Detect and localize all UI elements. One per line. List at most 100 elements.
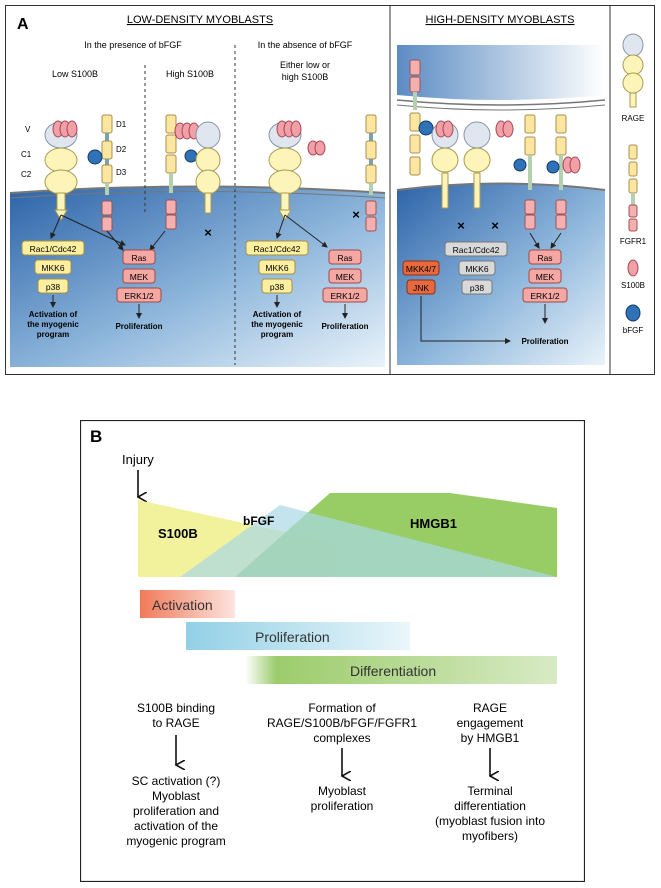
low-s100b-label: Low S100B	[52, 69, 98, 79]
s100b-curve-label: S100B	[158, 526, 198, 541]
bfgf-molecule	[184, 149, 198, 163]
legend: RAGE FGFR1 S100B bFGF	[620, 33, 647, 335]
p38-label: p38	[470, 283, 484, 293]
block-mark: ×	[352, 207, 360, 222]
col3-bottom-line: Terminal	[467, 784, 512, 798]
ras-label: Ras	[537, 253, 552, 263]
panel-b: B Injury S100B bFGF HMGB1 Activation Pro…	[80, 420, 585, 882]
erk-label: ERK1/2	[530, 291, 560, 301]
ras-box	[122, 249, 156, 265]
rage-receptor	[195, 121, 221, 214]
fgfr1-receptor	[524, 114, 536, 230]
mek-label: MEK	[536, 272, 555, 282]
activation-label-2: the myogenic	[27, 320, 79, 329]
activation-label-3: program	[37, 330, 69, 339]
s100b-dimer	[307, 140, 326, 156]
activation-label-1: Activation of	[29, 310, 78, 319]
proliferation-label: Proliferation	[321, 322, 368, 331]
proliferation-bar	[186, 622, 410, 650]
panel-a-letter: A	[17, 16, 29, 33]
high-s100b-label: High S100B	[166, 69, 214, 79]
col3-top-line: RAGE	[473, 701, 507, 715]
col3-top-line: engagement	[457, 716, 524, 730]
col1-bottom-line: Myoblast	[152, 789, 201, 803]
low-density-title: LOW-DENSITY MYOBLASTS	[127, 14, 273, 26]
domain-d3-label: D3	[116, 168, 127, 177]
mkk47-label: MKK4/7	[406, 264, 437, 274]
mkk47-box	[402, 260, 440, 276]
rac1-cdc42-box	[245, 240, 309, 256]
rage-receptor	[463, 121, 491, 209]
mek-box	[122, 268, 156, 284]
legend-rage-label: RAGE	[622, 114, 645, 123]
legend-fgfr1-icon	[628, 144, 638, 232]
col3-top-line: by HMGB1	[461, 731, 520, 745]
col3-bottom-line: differentiation	[454, 799, 526, 813]
block-mark: ×	[491, 218, 499, 233]
col1-bottom-line: SC activation (?)	[132, 774, 221, 788]
erk-box	[116, 287, 162, 303]
mkk6-box	[258, 259, 296, 275]
col1-bottom-line: myogenic program	[126, 834, 225, 848]
high-density-title: HIGH-DENSITY MYOBLASTS	[426, 14, 575, 26]
col2-top-line: Formation of	[308, 701, 376, 715]
mkk6-label: MKK6	[465, 264, 488, 274]
erk-box	[322, 287, 368, 303]
p38-label: p38	[270, 282, 284, 292]
p38-label: p38	[46, 282, 60, 292]
panel-b-letter: B	[90, 427, 102, 446]
bfgf-molecule	[513, 158, 527, 172]
mkk6-box	[458, 260, 496, 276]
s100b-dimer	[174, 122, 200, 140]
panel-a: A LOW-DENSITY MYOBLASTS HIGH-DENSITY MYO…	[5, 5, 655, 375]
legend-s100b-icon	[627, 259, 639, 277]
col2-bottom-line: proliferation	[311, 799, 374, 813]
legend-fgfr1-label: FGFR1	[620, 237, 647, 246]
p38-box	[261, 278, 293, 294]
mek-label: MEK	[336, 272, 355, 282]
legend-rage-icon	[622, 33, 644, 108]
rac1-cdc42-label: Rac1/Cdc42	[254, 244, 301, 254]
bfgf-molecule	[418, 120, 434, 136]
proliferation-bar-label: Proliferation	[255, 629, 330, 645]
with-bfgf-label: In the presence of bFGF	[84, 40, 182, 50]
col3-bottom-line: myofibers)	[462, 829, 518, 843]
p38-box	[461, 279, 493, 295]
activation-label-2: the myogenic	[251, 320, 303, 329]
domain-c1-label: C1	[21, 150, 32, 159]
cell-exterior-high	[397, 45, 605, 100]
ras-box	[528, 249, 562, 265]
rac1-cdc42-box	[444, 241, 508, 257]
bfgf-curve-label: bFGF	[243, 514, 274, 528]
proliferation-label: Proliferation	[115, 322, 162, 331]
legend-bfgf-label: bFGF	[623, 326, 644, 335]
col2-top-line: complexes	[313, 731, 370, 745]
rac1-cdc42-label: Rac1/Cdc42	[30, 244, 77, 254]
s100b-dimer	[562, 156, 581, 174]
rac1-cdc42-label: Rac1/Cdc42	[453, 245, 500, 255]
s100b-dimer	[495, 120, 514, 138]
erk-label: ERK1/2	[124, 291, 154, 301]
mek-box	[528, 268, 562, 284]
fgfr1-receptor	[101, 114, 113, 232]
domain-c2-label: C2	[21, 170, 32, 179]
mkk6-box	[34, 259, 72, 275]
mek-label: MEK	[130, 272, 149, 282]
col2-top-line: RAGE/S100B/bFGF/FGFR1	[267, 716, 417, 730]
activation-label-3: program	[261, 330, 293, 339]
hmgb1-curve-label: HMGB1	[410, 516, 457, 531]
p38-box	[37, 278, 69, 294]
mkk6-label: MKK6	[41, 263, 64, 273]
block-mark: ×	[204, 225, 212, 240]
col1-bottom-line: activation of the	[134, 819, 218, 833]
col2-bottom-line: Myoblast	[318, 784, 367, 798]
erk-label: ERK1/2	[330, 291, 360, 301]
block-mark: ×	[457, 218, 465, 233]
differentiation-bar-label: Differentiation	[350, 663, 436, 679]
domain-d1-label: D1	[116, 120, 127, 129]
erk-box	[522, 287, 568, 303]
cell-membrane-high	[396, 182, 606, 191]
activation-label-1: Activation of	[253, 310, 302, 319]
ras-label: Ras	[337, 253, 352, 263]
rage-receptor	[409, 59, 421, 176]
